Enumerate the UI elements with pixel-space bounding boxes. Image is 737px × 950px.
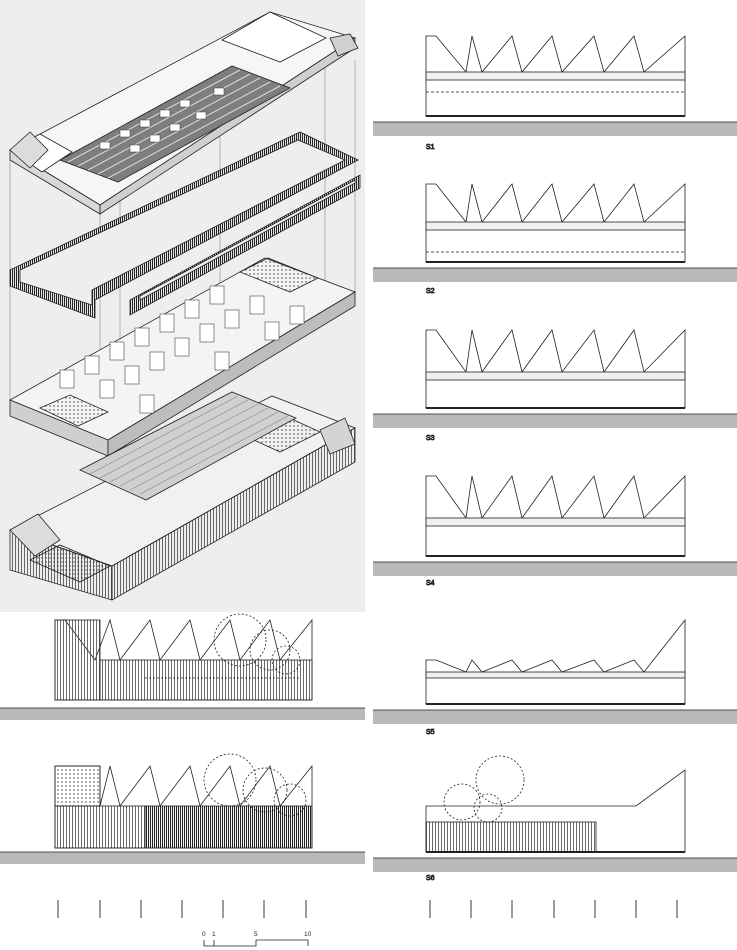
scale-segment-a bbox=[203, 940, 215, 947]
scale-tick-0: 0 bbox=[202, 931, 206, 938]
scale-bar: 0 1 5 10 bbox=[202, 931, 312, 947]
scale-segment-b bbox=[214, 939, 309, 947]
scale-tick-1: 1 bbox=[212, 931, 216, 938]
reference-ticks-right bbox=[429, 900, 678, 918]
section-s2-label: S2 bbox=[426, 288, 435, 295]
section-s5-label: S5 bbox=[426, 729, 435, 736]
axon-facade-band-layer bbox=[9, 131, 361, 319]
section-s5: S5 bbox=[373, 618, 737, 736]
section-s6: S6 bbox=[373, 755, 737, 882]
section-s6-label: S6 bbox=[426, 875, 435, 882]
elevation-2 bbox=[0, 753, 365, 864]
axonometric-panel bbox=[0, 0, 365, 612]
section-s4-label: S4 bbox=[426, 580, 435, 587]
reference-ticks-left bbox=[57, 900, 307, 918]
section-s5-ground bbox=[373, 710, 737, 724]
elevation-1 bbox=[0, 613, 365, 720]
axon-ground-volume-layer bbox=[8, 391, 356, 601]
elevation-2-ground bbox=[0, 852, 365, 864]
scale-tick-5: 5 bbox=[254, 931, 258, 938]
section-s2: S2 bbox=[373, 183, 737, 295]
section-s4: S4 bbox=[373, 475, 737, 587]
section-s6-ground bbox=[373, 858, 737, 872]
section-s1: S1 bbox=[373, 35, 737, 151]
section-s3: S3 bbox=[373, 329, 737, 442]
axon-roof-layer bbox=[9, 11, 359, 215]
section-s2-ground bbox=[373, 268, 737, 282]
section-s3-label: S3 bbox=[426, 435, 435, 442]
section-s1-ground bbox=[373, 122, 737, 136]
section-s3-ground bbox=[373, 414, 737, 428]
axon-floor-plan-layer bbox=[9, 257, 356, 457]
elevation-1-ground bbox=[0, 708, 365, 720]
section-s4-ground bbox=[373, 562, 737, 576]
scale-tick-10: 10 bbox=[304, 931, 312, 938]
section-s1-label: S1 bbox=[426, 144, 435, 151]
